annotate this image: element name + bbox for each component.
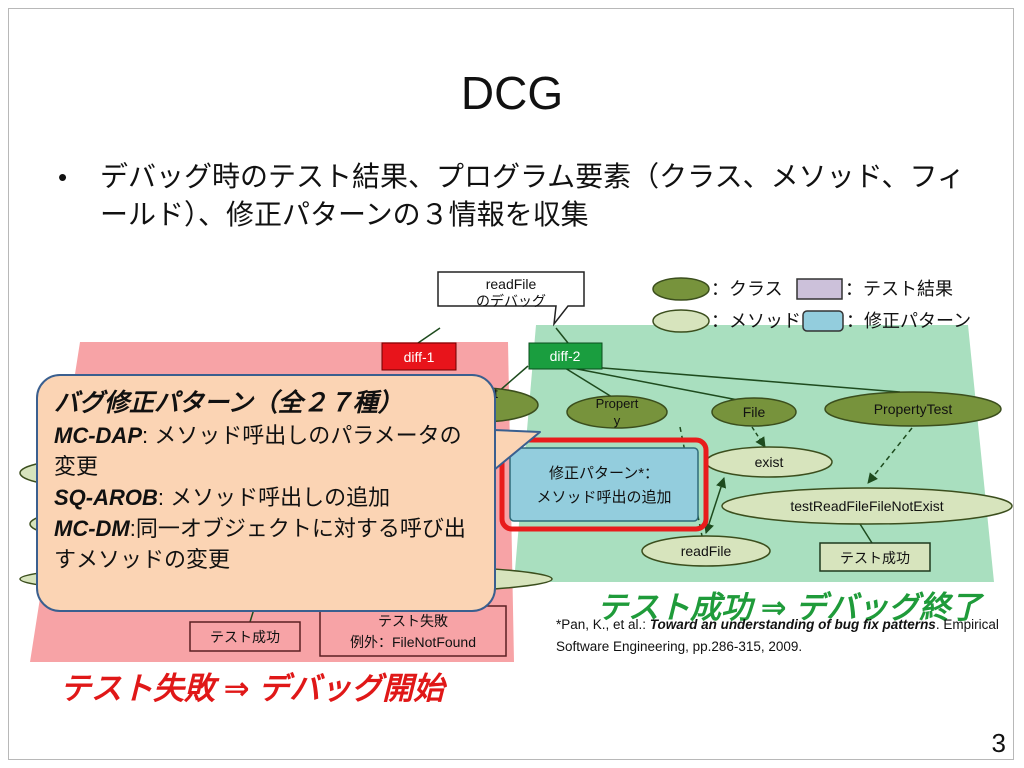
- fix-pattern-highlight: [499, 437, 709, 532]
- diff2-label: diff-2: [550, 348, 581, 364]
- pattern-2-text: : メソッド呼出しの追加: [157, 485, 391, 510]
- legend-method-label: ：メソッド: [711, 311, 801, 331]
- edge-propertytest-testread: [867, 427, 913, 484]
- edge-file-exist: [751, 426, 766, 448]
- bubble-line2: のデバッグ: [476, 293, 546, 309]
- reference-note: *Pan, K., et al.: Toward an understandin…: [556, 614, 1016, 658]
- edge-bubble-diff1: [417, 327, 441, 344]
- callout-pattern-3: MC-DM:同一オブジェクトに対する呼び出すメソッドの変更: [54, 513, 478, 575]
- result-success-right-label: テスト成功: [840, 550, 910, 566]
- fix-pattern-line2: メソッド呼出の追加: [536, 489, 671, 506]
- legend-test-label: ：テスト結果: [845, 279, 953, 299]
- result-success-left-box: [189, 621, 301, 652]
- class-property-label: Propert y: [596, 396, 639, 428]
- slide-frame: [8, 8, 1014, 760]
- reference-suffix: . Empirical Software Engineering, pp.286…: [556, 617, 999, 654]
- fix-pattern-line1: 修正パターン*：: [549, 465, 659, 482]
- result-fail-line1: テスト失敗: [378, 613, 448, 629]
- bug-fix-pattern-callout: バグ修正パターン（全２７種） MC-DAP: メソッド呼出しのパラメータの変更 …: [36, 374, 496, 612]
- pattern-2-code: SQ-AROB: [54, 485, 158, 510]
- fix-pattern-box: [509, 447, 699, 522]
- success-caption: テスト成功 ⇒ デバッグ終了: [597, 590, 982, 625]
- bullet-text: デバッグ時のテスト結果、プログラム要素（クラス、メソッド、フィールド）、修正パタ…: [100, 161, 965, 230]
- diff1-label: diff-1: [404, 349, 435, 365]
- method-readfile-node: [641, 535, 771, 567]
- result-fail-box: [319, 605, 507, 657]
- legend-fix-swatch: [802, 310, 844, 332]
- method-testread-node: [721, 487, 1013, 525]
- edge-exist-readfile: [703, 477, 727, 534]
- pattern-3-code: MC-DM: [54, 516, 130, 541]
- edge-bubble-diff2: [555, 327, 569, 344]
- bullet-marker: •: [58, 162, 68, 192]
- diff2-box: [528, 342, 603, 370]
- result-success-left-label: テスト成功: [210, 629, 280, 645]
- legend-class-swatch: [652, 277, 710, 301]
- class-property-node: [566, 395, 668, 429]
- method-exist-label: exist: [755, 454, 784, 470]
- method-testread-label: testReadFileFileNotExist: [790, 498, 943, 514]
- reference-prefix: *Pan, K., et al.:: [556, 617, 650, 632]
- class-file-label: File: [743, 404, 766, 420]
- pattern-3-text: :同一オブジェクトに対する呼び出すメソッドの変更: [54, 516, 466, 572]
- legend-class-label: ：クラス: [711, 279, 783, 299]
- edge-testread-success: [859, 523, 873, 544]
- edge-diff2-file: [571, 367, 739, 401]
- class-file-node: [711, 397, 797, 427]
- callout-title: バグ修正パターン（全２７種）: [54, 389, 403, 417]
- legend-fix-label: ：修正パターン: [846, 311, 971, 331]
- legend-test-swatch: [796, 278, 843, 300]
- left-class-label-partial: t: [494, 385, 498, 401]
- slide-number: 3: [991, 728, 1006, 758]
- result-fail-line2: 例外：FileNotFound: [350, 634, 476, 650]
- class-property-line2: y: [614, 413, 621, 428]
- reference-title: Toward an understanding of bug fix patte…: [649, 617, 936, 632]
- class-propertytest-node: [824, 391, 1002, 427]
- result-success-right-box: [819, 542, 931, 572]
- edge-diff2-propertytest: [577, 365, 901, 393]
- pattern-1-text: : メソッド呼出しのパラメータの変更: [54, 423, 462, 479]
- edge-diff2-left: [497, 365, 529, 393]
- class-propertytest-label: PropertyTest: [874, 401, 953, 417]
- legend-method-swatch: [652, 309, 710, 333]
- readfile-bubble: [437, 271, 585, 327]
- slide-title: DCG: [460, 67, 564, 119]
- diff1-box: [381, 342, 457, 371]
- fail-caption: テスト失敗 ⇒ デバッグ開始: [60, 671, 445, 706]
- bubble-line1: readFile: [486, 276, 537, 292]
- callout-pattern-2: SQ-AROB: メソッド呼出しの追加: [54, 482, 478, 513]
- edge-diff2-property: [564, 367, 613, 398]
- class-property-line1: Propert: [596, 396, 639, 411]
- pattern-1-code: MC-DAP: [54, 423, 142, 448]
- method-readfile-label: readFile: [681, 543, 732, 559]
- callout-pattern-1: MC-DAP: メソッド呼出しのパラメータの変更: [54, 420, 478, 482]
